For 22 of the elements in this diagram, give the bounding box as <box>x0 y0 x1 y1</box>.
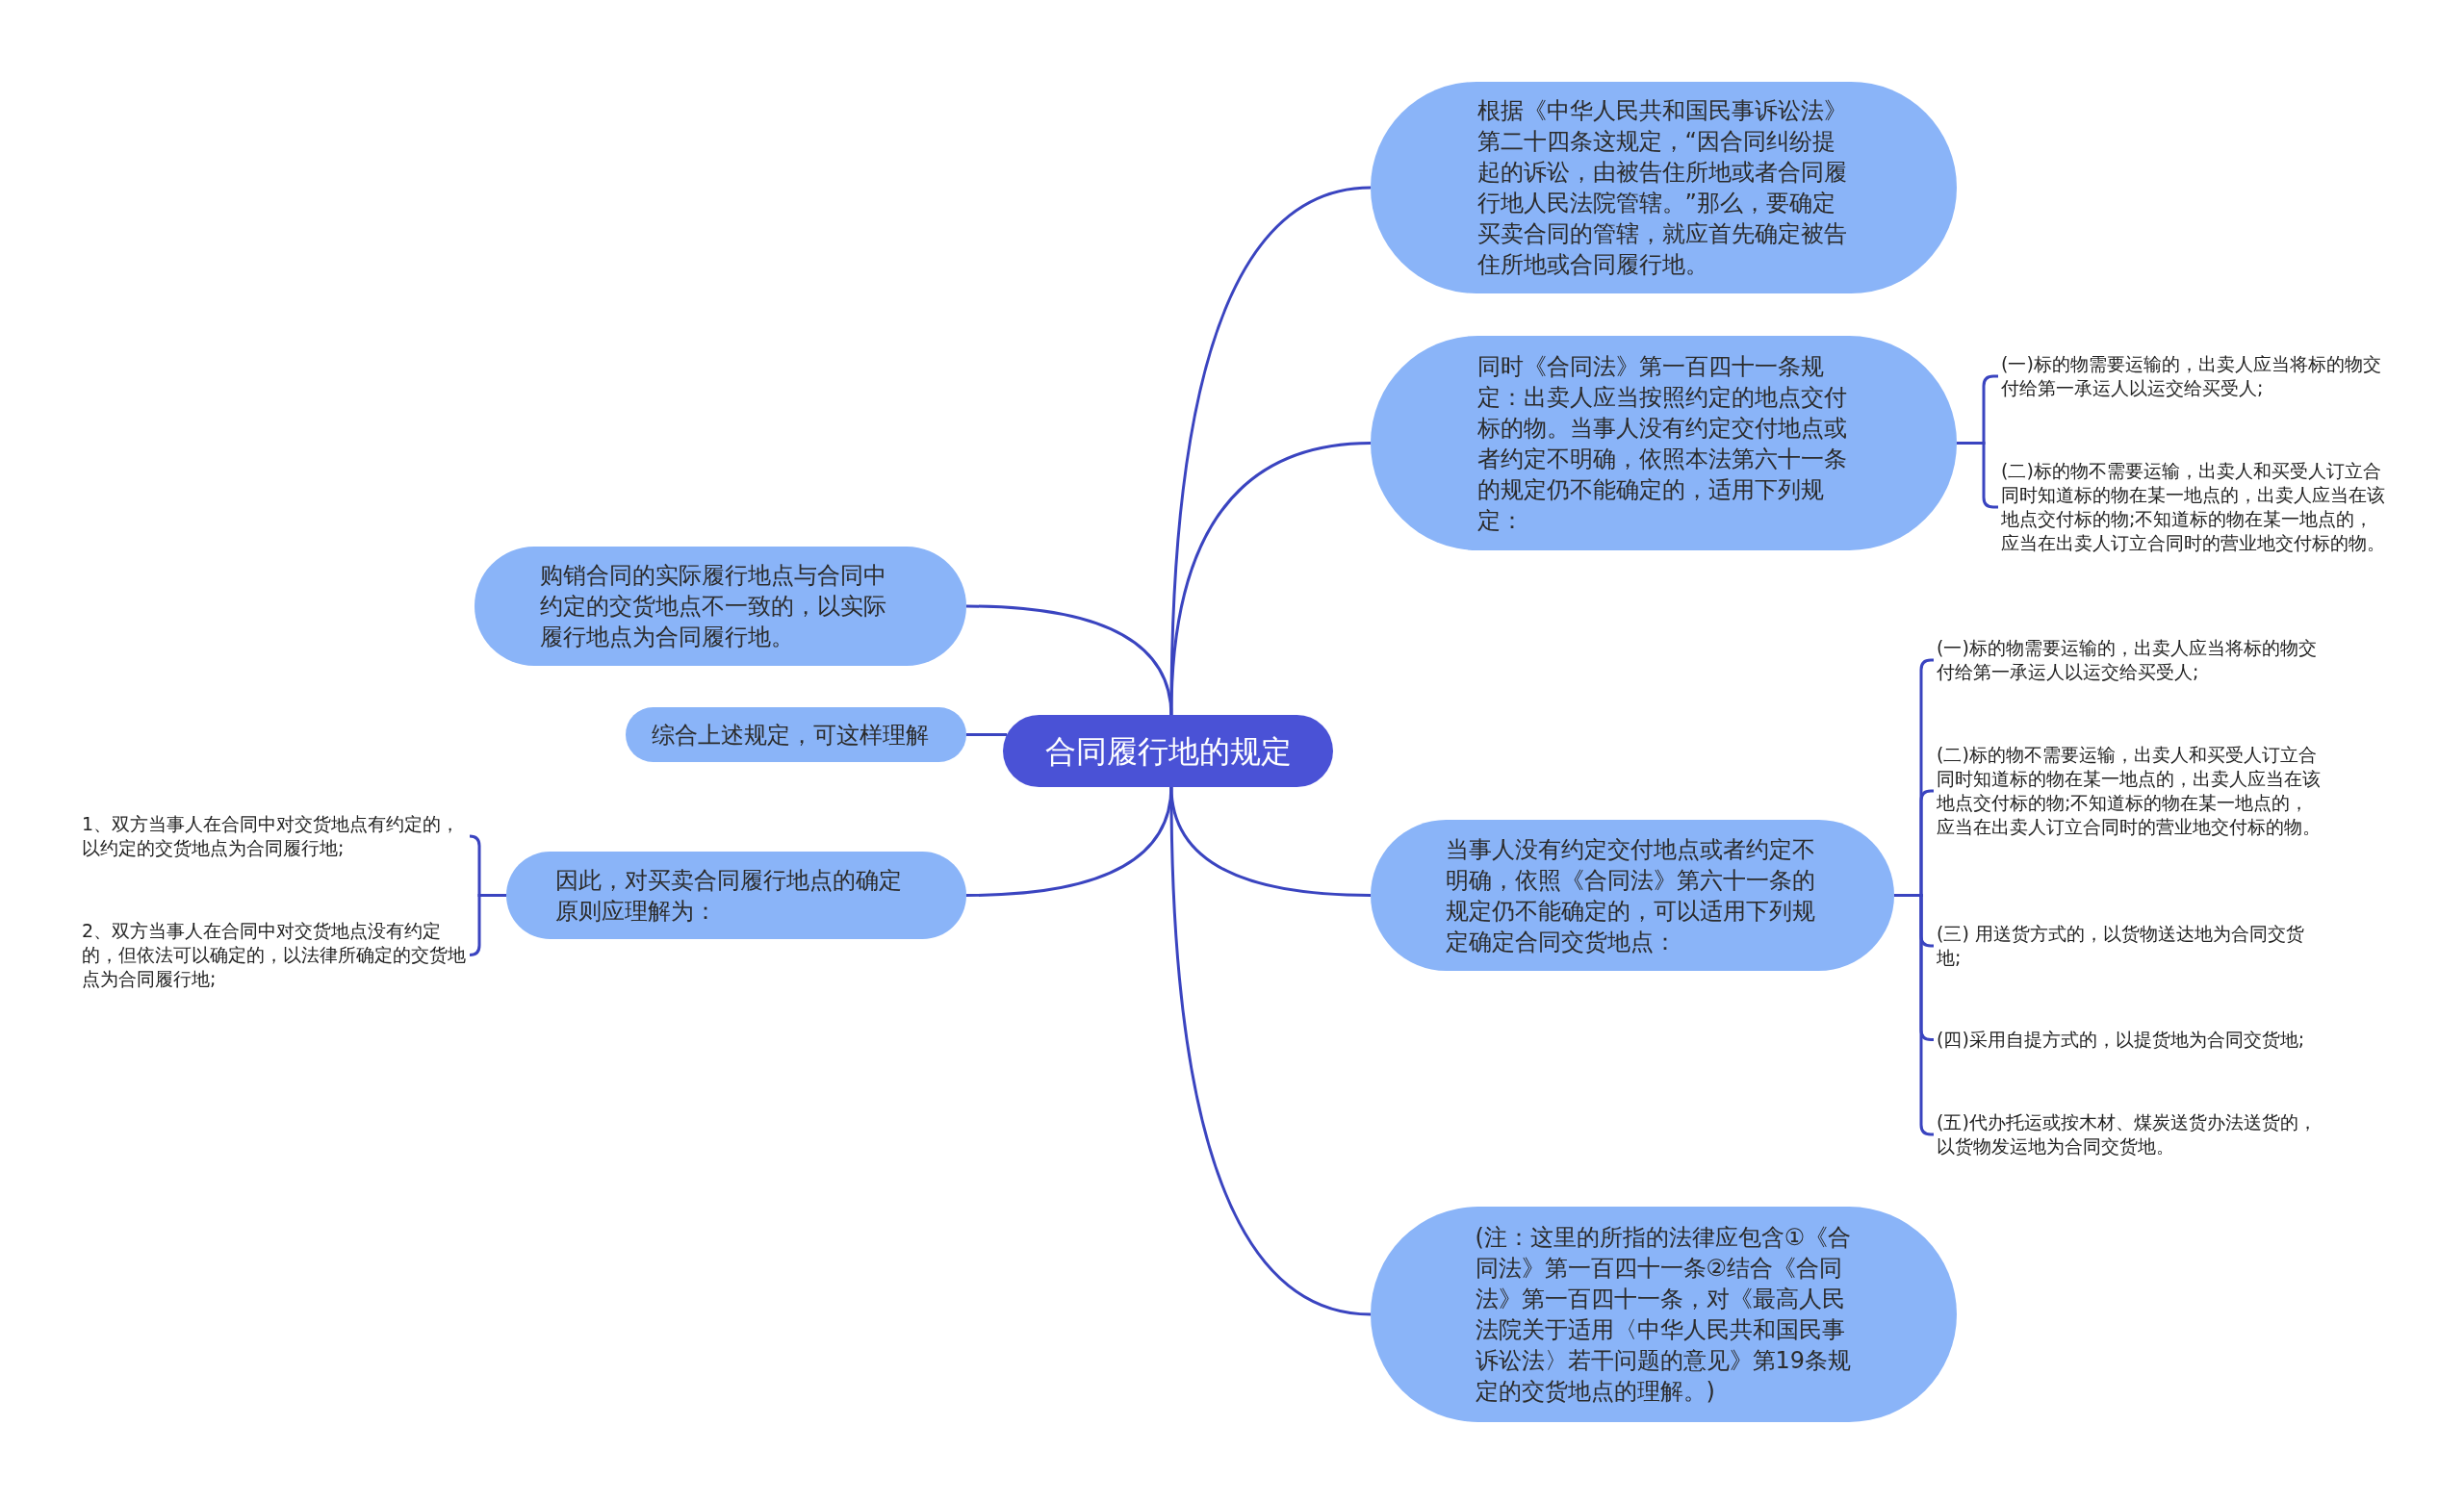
topic-text: 当事人没有约定交付地点或者约定不明确，依照《合同法》第六十一条的规定仍不能确定的，可以适用下列规定确定合同交货地点： <box>1446 834 1816 957</box>
note-text: 2、双方当事人在合同中对交货地点没有约定的，但依法可以确定的，以法律所确定的交货地点为合同履行地; <box>82 919 467 991</box>
note-text: (一)标的物需要运输的，出卖人应当将标的物交付给第一承运人以运交给买受人; <box>2001 352 2386 400</box>
note-text: (四)采用自提方式的，以提货地为合同交货地; <box>1937 1028 2341 1052</box>
note-text: (二)标的物不需要运输，出卖人和买受人订立合同时知道标的物在某一地点的，出卖人应当在该地点交付标的物;不知道标的物在某一地点的，应当在出卖人订立合同时的营业地交付标的物。 <box>2001 459 2386 555</box>
topic-text: 根据《中华人民共和国民事诉讼法》第二十四条这规定，“因合同纠纷提起的诉讼，由被告住所地或者合同履行地人民法院管辖。”那么，要确定买卖合同的管辖，就应首先确定被告住所地或合同履行地。 <box>1476 96 1848 280</box>
note-text: 1、双方当事人在合同中对交货地点有约定的，以约定的交货地点为合同履行地; <box>82 812 467 860</box>
connector-line <box>468 894 506 956</box>
topic-text: 因此，对买卖合同履行地点的确定原则应理解为： <box>555 865 903 927</box>
topic-text: 同时《合同法》第一百四十一条规定：出卖人应当按照约定的地点交付标的物。当事人没有约定交付地点或者约定不明确，依照本法第六十一条的规定仍不能确定的，适用下列规定： <box>1476 351 1848 536</box>
note-text: (二)标的物不需要运输，出卖人和买受人订立合同时知道标的物在某一地点的，出卖人应当在该地点交付标的物;不知道标的物在某一地点的，应当在出卖人订立合同时的营业地交付标的物。 <box>1937 743 2322 839</box>
central-topic-text: 合同履行地的规定 <box>1044 731 1292 771</box>
topic-pill <box>626 707 966 762</box>
connector-line <box>965 604 1173 717</box>
note-text: (五)代办托运或按木材、煤炭送货办法送货的，以货物发运地为合同交货地。 <box>1937 1110 2322 1158</box>
connector-line <box>965 785 1173 897</box>
topic-text: (注：这里的所指的法律应包含①《合同法》第一百四十一条②结合《合同法》第一百四十一条，对《最高人民法院关于适用〈中华人民共和国民事诉讼法〉若干问题的意见》第19条规定的交货地点的理解。) <box>1475 1223 1853 1407</box>
connector-line <box>966 733 1008 736</box>
note-text: (三) 用送货方式的，以货物送达地为合同交货地; <box>1937 922 2322 970</box>
topic-text: 购销合同的实际履行地点与合同中约定的交货地点不一致的，以实际履行地点为合同履行地。 <box>539 561 887 652</box>
note-text: (一)标的物需要运输的，出卖人应当将标的物交付给第一承运人以运交给买受人; <box>1937 636 2322 684</box>
topic-text: 综合上述规定，可这样理解 <box>652 720 930 751</box>
